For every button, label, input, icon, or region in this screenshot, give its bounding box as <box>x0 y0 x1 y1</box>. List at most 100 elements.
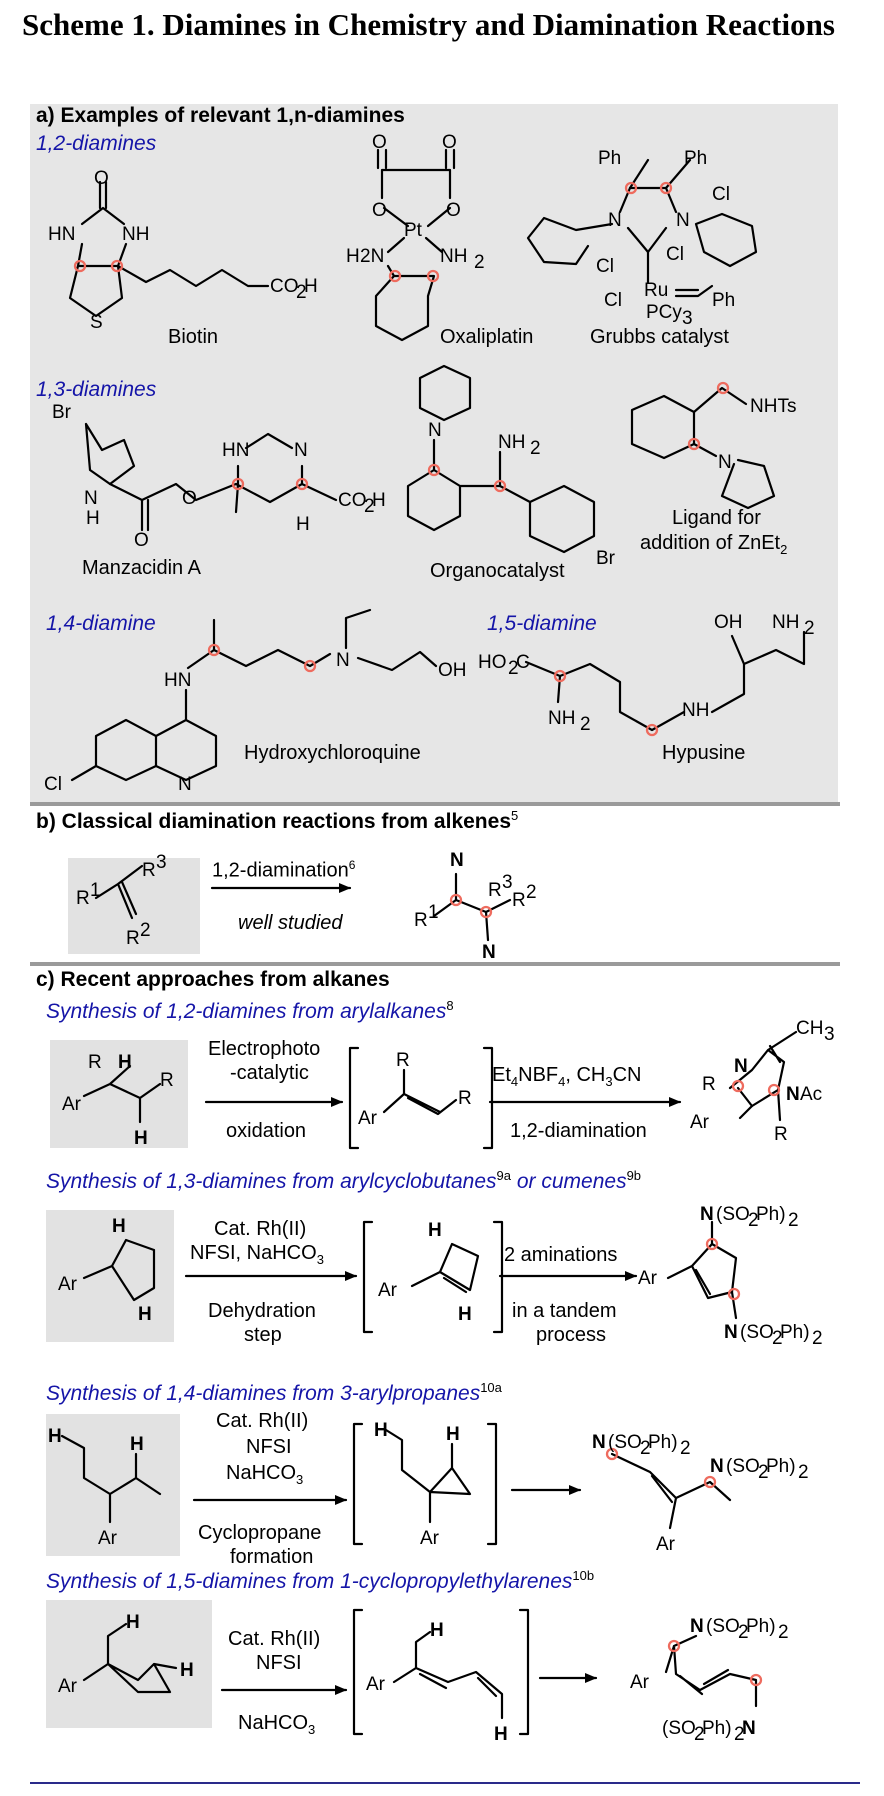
svg-text:N: N <box>294 440 308 461</box>
arylcyclobutane-box <box>46 1210 174 1342</box>
svg-text:N: N <box>336 650 350 671</box>
label-c-1-5: Synthesis of 1,5-diamines from 1-cyclopr… <box>46 1568 595 1593</box>
svg-text:N: N <box>84 488 98 509</box>
svg-text:Ar: Ar <box>98 1528 118 1549</box>
svg-text:PCy: PCy <box>646 302 682 323</box>
scheme-title: Scheme 1. Diamines in Chemistry and Diam… <box>22 7 835 42</box>
caption-ligand-line2: addition of ZnEt2 <box>640 532 788 557</box>
svg-text:HO: HO <box>478 652 507 673</box>
svg-text:(SO: (SO <box>726 1456 760 1477</box>
svg-text:N: N <box>592 1432 606 1453</box>
svg-text:HN: HN <box>164 670 191 691</box>
svg-text:H: H <box>112 1216 126 1237</box>
svg-text:NH: NH <box>122 224 149 245</box>
svg-text:2: 2 <box>580 714 591 735</box>
svg-text:Ph: Ph <box>712 290 735 311</box>
svg-text:Cl: Cl <box>666 244 684 265</box>
svg-text:(SO: (SO <box>608 1432 642 1453</box>
svg-text:2: 2 <box>812 1328 823 1349</box>
svg-text:Br: Br <box>596 548 616 569</box>
svg-text:2: 2 <box>804 618 815 639</box>
svg-text:Ar: Ar <box>690 1112 710 1133</box>
svg-text:H: H <box>126 1612 140 1633</box>
svg-text:Ph): Ph) <box>746 1616 776 1637</box>
svg-text:NHTs: NHTs <box>750 396 796 417</box>
svg-text:3: 3 <box>682 308 693 329</box>
svg-text:R: R <box>88 1052 102 1073</box>
svg-text:N: N <box>608 210 622 231</box>
svg-text:H: H <box>446 1424 460 1445</box>
section-b-header: b) Classical diamination reactions from … <box>36 808 519 833</box>
svg-text:N: N <box>786 1084 800 1105</box>
caption-biotin: Biotin <box>168 326 219 348</box>
svg-text:2: 2 <box>530 438 541 459</box>
c1-arrow1-top1: Electrophoto <box>208 1038 321 1060</box>
caption-oxaliplatin: Oxaliplatin <box>440 326 534 348</box>
svg-text:R: R <box>396 1050 410 1071</box>
caption-hypusine: Hypusine <box>662 742 746 764</box>
svg-text:2: 2 <box>798 1462 809 1483</box>
svg-text:Ph): Ph) <box>756 1204 786 1225</box>
label-1-5-diamine: 1,5-diamine <box>487 612 597 635</box>
svg-text:Ph: Ph <box>684 148 707 169</box>
svg-text:H: H <box>494 1724 508 1745</box>
svg-text:Ar: Ar <box>62 1094 82 1115</box>
alkene-box <box>68 858 200 954</box>
caption-organocatalyst: Organocatalyst <box>430 560 565 582</box>
section-c-header: c) Recent approaches from alkanes <box>36 968 390 991</box>
svg-text:H: H <box>130 1434 144 1455</box>
divider-a-b <box>30 802 840 806</box>
svg-text:N: N <box>724 1322 738 1343</box>
svg-text:Pt: Pt <box>404 220 423 241</box>
svg-text:H: H <box>430 1620 444 1641</box>
svg-text:C: C <box>516 652 530 673</box>
svg-text:2: 2 <box>734 1724 745 1745</box>
svg-text:2: 2 <box>140 920 151 941</box>
label-1-4-diamine: 1,4-diamine <box>46 612 156 635</box>
svg-text:2: 2 <box>738 1622 749 1643</box>
svg-text:HN: HN <box>222 440 249 461</box>
svg-text:Ph: Ph <box>598 148 621 169</box>
svg-text:H: H <box>48 1426 62 1447</box>
svg-text:O: O <box>94 168 109 189</box>
svg-text:R: R <box>458 1088 472 1109</box>
label-c-1-4: Synthesis of 1,4-diamines from 3-arylpro… <box>46 1380 502 1405</box>
svg-text:2: 2 <box>474 252 485 273</box>
svg-text:2: 2 <box>364 496 375 517</box>
svg-text:R: R <box>414 910 428 931</box>
svg-text:O: O <box>372 132 387 153</box>
c2-arrow2-bottom2: process <box>536 1324 607 1346</box>
svg-text:N: N <box>428 420 442 441</box>
caption-hydroxychloroquine: Hydroxychloroquine <box>244 742 421 764</box>
svg-text:2: 2 <box>640 1438 651 1459</box>
section-a-header: a) Examples of relevant 1,n-diamines <box>36 104 405 127</box>
svg-text:H: H <box>372 490 386 511</box>
svg-text:2: 2 <box>296 282 307 303</box>
svg-text:Ar: Ar <box>358 1108 378 1129</box>
svg-text:OH: OH <box>714 612 743 633</box>
svg-text:2: 2 <box>508 658 519 679</box>
c2-arrow1-bottom1: Dehydration <box>208 1300 316 1322</box>
svg-text:R: R <box>76 888 90 909</box>
footer-rule <box>30 1782 860 1784</box>
biotin-structure: O HN NH S CO 2 H <box>48 168 318 333</box>
svg-text:(SO: (SO <box>662 1718 696 1739</box>
svg-text:2: 2 <box>680 1438 691 1459</box>
c1-arrow2-top: Et4NBF4, CH3CN <box>492 1064 642 1089</box>
svg-text:2: 2 <box>772 1328 783 1349</box>
b-arrow-bottom-label: well studied <box>238 912 343 934</box>
c2-arrow2-bottom1: in a tandem <box>512 1300 617 1322</box>
svg-text:O: O <box>446 200 461 221</box>
svg-text:(SO: (SO <box>740 1322 774 1343</box>
svg-text:N: N <box>676 210 690 231</box>
c2-arrow1-top2: NFSI, NaHCO3 <box>190 1242 324 1267</box>
svg-text:O: O <box>372 200 387 221</box>
svg-text:2: 2 <box>758 1462 769 1483</box>
c1-arrow1-bottom: oxidation <box>226 1120 307 1142</box>
svg-text:Cl: Cl <box>596 256 614 277</box>
svg-text:2: 2 <box>694 1724 705 1745</box>
